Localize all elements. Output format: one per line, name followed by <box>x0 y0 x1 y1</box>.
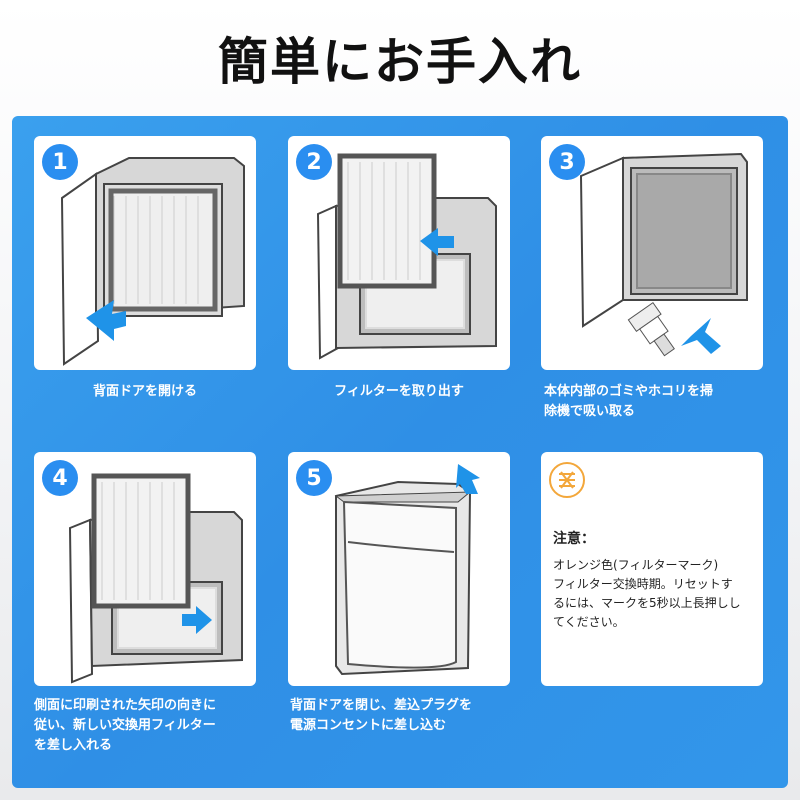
step-5-illustration <box>334 464 480 676</box>
step-3-badge: 3 <box>549 144 585 180</box>
note-text: オレンジ色(フィルターマーク) フィルター交換時期。リセットす るには、マークを… <box>553 556 759 632</box>
step-4-card: 4 <box>34 452 256 686</box>
step-5-caption-line1: 背面ドアを閉じ、差込プラグを <box>290 698 473 713</box>
step-1-card: 1 <box>34 136 256 370</box>
step-3-illustration <box>579 152 748 357</box>
step-2-caption: フィルターを取り出す <box>334 384 464 399</box>
step-4-caption-line2: 従い、新しい交換用フィルター <box>34 718 216 733</box>
step-4-caption: 側面に印刷された矢印の向きに 従い、新しい交換用フィルター を差し入れる <box>34 696 274 756</box>
arrow-icon <box>420 228 454 256</box>
note-card: 注意： オレンジ色(フィルターマーク) フィルター交換時期。リセットす るには、… <box>541 452 763 686</box>
step-5-caption: 背面ドアを閉じ、差込プラグを 電源コンセントに差し込む <box>290 696 530 736</box>
note-line4: てください。 <box>553 615 625 629</box>
note-line3: るには、マークを5秒以上長押しし <box>553 596 741 610</box>
step-3-caption-line1: 本体内部のゴミやホコリを掃 <box>544 384 714 399</box>
step-4-caption-line1: 側面に印刷された矢印の向きに <box>34 698 217 713</box>
note-line2: フィルター交換時期。リセットす <box>553 577 733 591</box>
arrow-icon <box>456 464 480 494</box>
instructions-panel: 1 2 3 <box>12 116 788 788</box>
filter-mark-icon <box>549 462 585 498</box>
step-1-illustration <box>60 157 245 366</box>
step-5-card: 5 <box>288 452 510 686</box>
step-1-badge: 1 <box>42 144 78 180</box>
step-2-card: 2 <box>288 136 510 370</box>
arrow-icon <box>182 606 212 634</box>
step-2-illustration <box>316 153 497 360</box>
step-3-caption: 本体内部のゴミやホコリを掃 除機で吸い取る <box>544 382 784 422</box>
step-4-illustration <box>68 473 243 684</box>
step-5-caption-line2: 電源コンセントに差し込む <box>290 718 447 733</box>
arrow-icon <box>681 318 721 354</box>
step-3-caption-line2: 除機で吸い取る <box>544 404 636 419</box>
step-5-badge: 5 <box>296 460 332 496</box>
step-4-badge: 4 <box>42 460 78 496</box>
step-4-caption-line3: を差し入れる <box>34 738 113 753</box>
note-title: 注意： <box>553 531 595 547</box>
note-line1: オレンジ色(フィルターマーク) <box>553 558 719 572</box>
step-1-caption: 背面ドアを開ける <box>92 384 197 399</box>
page-title: 簡単にお手入れ <box>218 33 582 91</box>
step-3-card: 3 <box>541 136 763 370</box>
vacuum-nozzle-icon <box>627 301 675 357</box>
arrow-icon <box>86 300 126 341</box>
step-2-badge: 2 <box>296 144 332 180</box>
